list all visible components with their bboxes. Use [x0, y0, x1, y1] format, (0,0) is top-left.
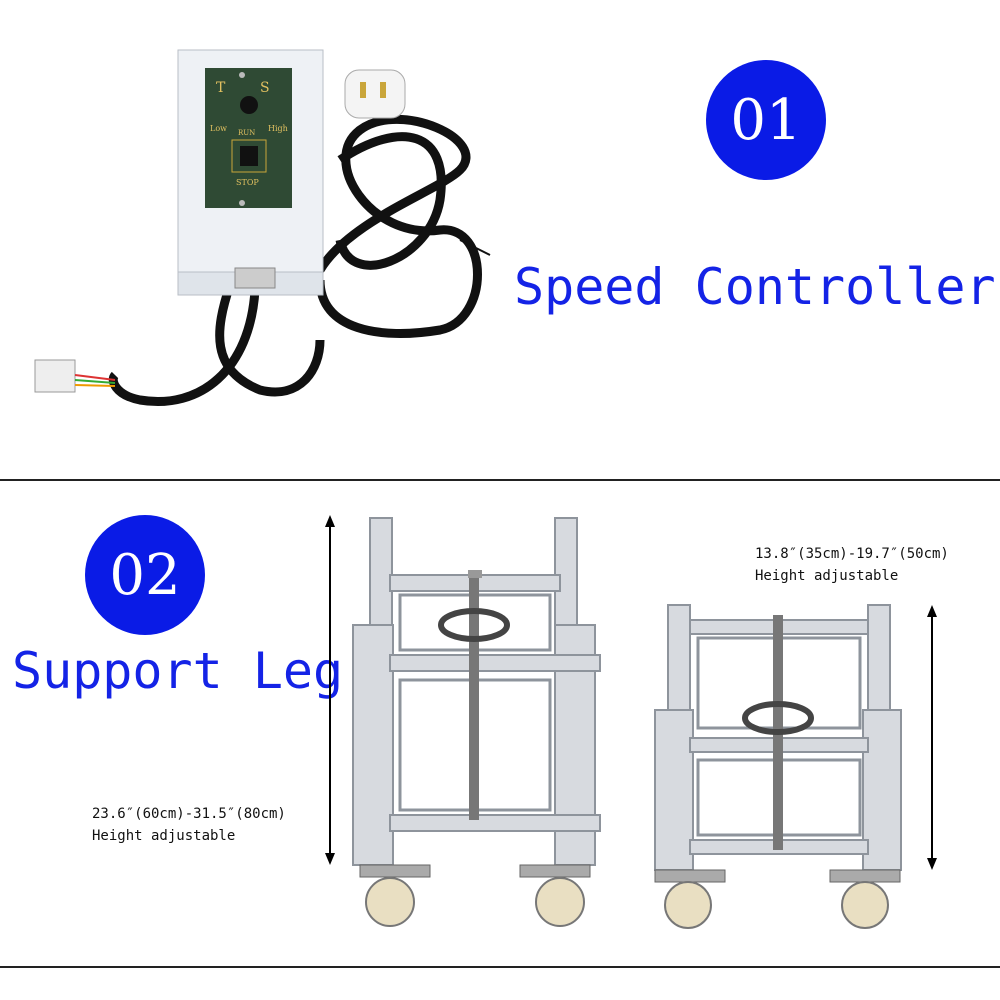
tall-leg-height-arrow — [325, 515, 335, 865]
high-label: High — [268, 124, 288, 133]
section-number-badge: 01 — [706, 60, 826, 180]
t-label: T — [216, 80, 226, 96]
power-plug — [344, 69, 406, 119]
short-leg-range: 13.8″(35cm)-19.7″(50cm) — [755, 546, 949, 562]
connector-plug — [34, 359, 76, 393]
tall-leg-range: 23.6″(60cm)-31.5″(80cm) — [92, 806, 286, 822]
section-title: Support Leg — [12, 642, 344, 700]
short-leg-dimension: 13.8″(35cm)-19.7″(50cm) Height adjustabl… — [755, 543, 949, 587]
short-leg-note: Height adjustable — [755, 568, 899, 584]
tall-leg-dimension: 23.6″(60cm)-31.5″(80cm) Height adjustabl… — [92, 803, 286, 847]
section-number-badge: 02 — [85, 515, 205, 635]
tall-leg-note: Height adjustable — [92, 828, 236, 844]
speed-controller-image: T S Low RUN High STOP — [34, 49, 491, 406]
speed-knob[interactable] — [240, 96, 258, 114]
s-label: S — [260, 80, 270, 96]
tall-support-leg-image — [352, 517, 601, 927]
short-leg-height-arrow — [927, 605, 937, 870]
low-label: Low — [210, 124, 227, 133]
bottom-divider — [0, 966, 1000, 968]
section-title: Speed Controller — [514, 258, 996, 316]
power-switch[interactable] — [240, 146, 258, 166]
short-support-leg-image — [654, 604, 902, 929]
run-label: RUN — [238, 129, 255, 137]
section-divider — [0, 479, 1000, 481]
stop-label: STOP — [236, 178, 259, 187]
control-panel — [205, 68, 292, 208]
